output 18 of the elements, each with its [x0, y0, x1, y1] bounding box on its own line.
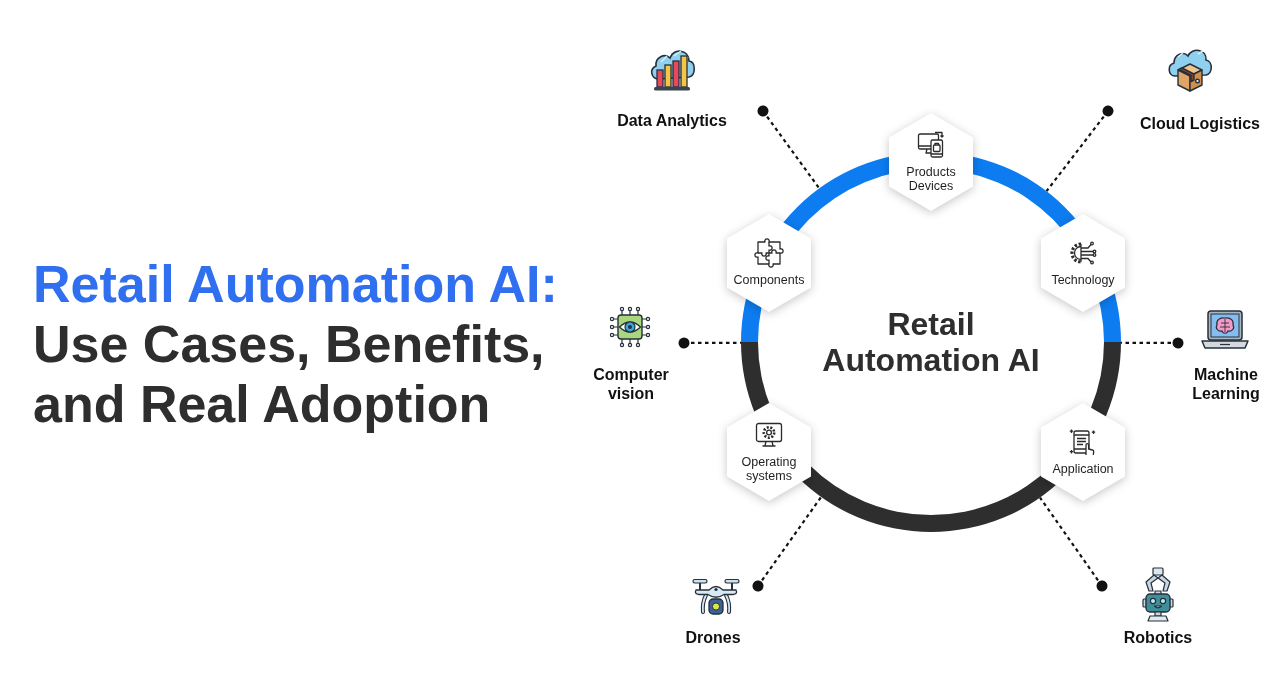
dotted-connector [1121, 337, 1184, 349]
topic-label: Robotics [1123, 627, 1193, 647]
hexagon-label: Products Devices [905, 165, 957, 193]
topic-label: Machine Learning [1191, 364, 1261, 403]
hexagon-label: Operating systems [740, 455, 798, 483]
topic-label: Data Analytics [617, 110, 727, 130]
hexagon-label: Components [733, 273, 805, 287]
hexagon-label: Application [1052, 462, 1114, 476]
dotted-connector [678, 337, 741, 349]
hexagon-label: Technology [1051, 273, 1115, 287]
hub-label: Retail Automation AI [821, 306, 1041, 378]
dotted-connector [757, 105, 821, 189]
dotted-connector [752, 496, 822, 592]
topic-label: Computer vision [592, 364, 670, 403]
dotted-connector [1045, 105, 1114, 192]
topic-label: Cloud Logistics [1140, 113, 1260, 133]
page-title: Retail Automation AI: Use Cases, Benefits, and Real Adoption [33, 254, 559, 434]
topic-label: Drones [685, 627, 741, 647]
